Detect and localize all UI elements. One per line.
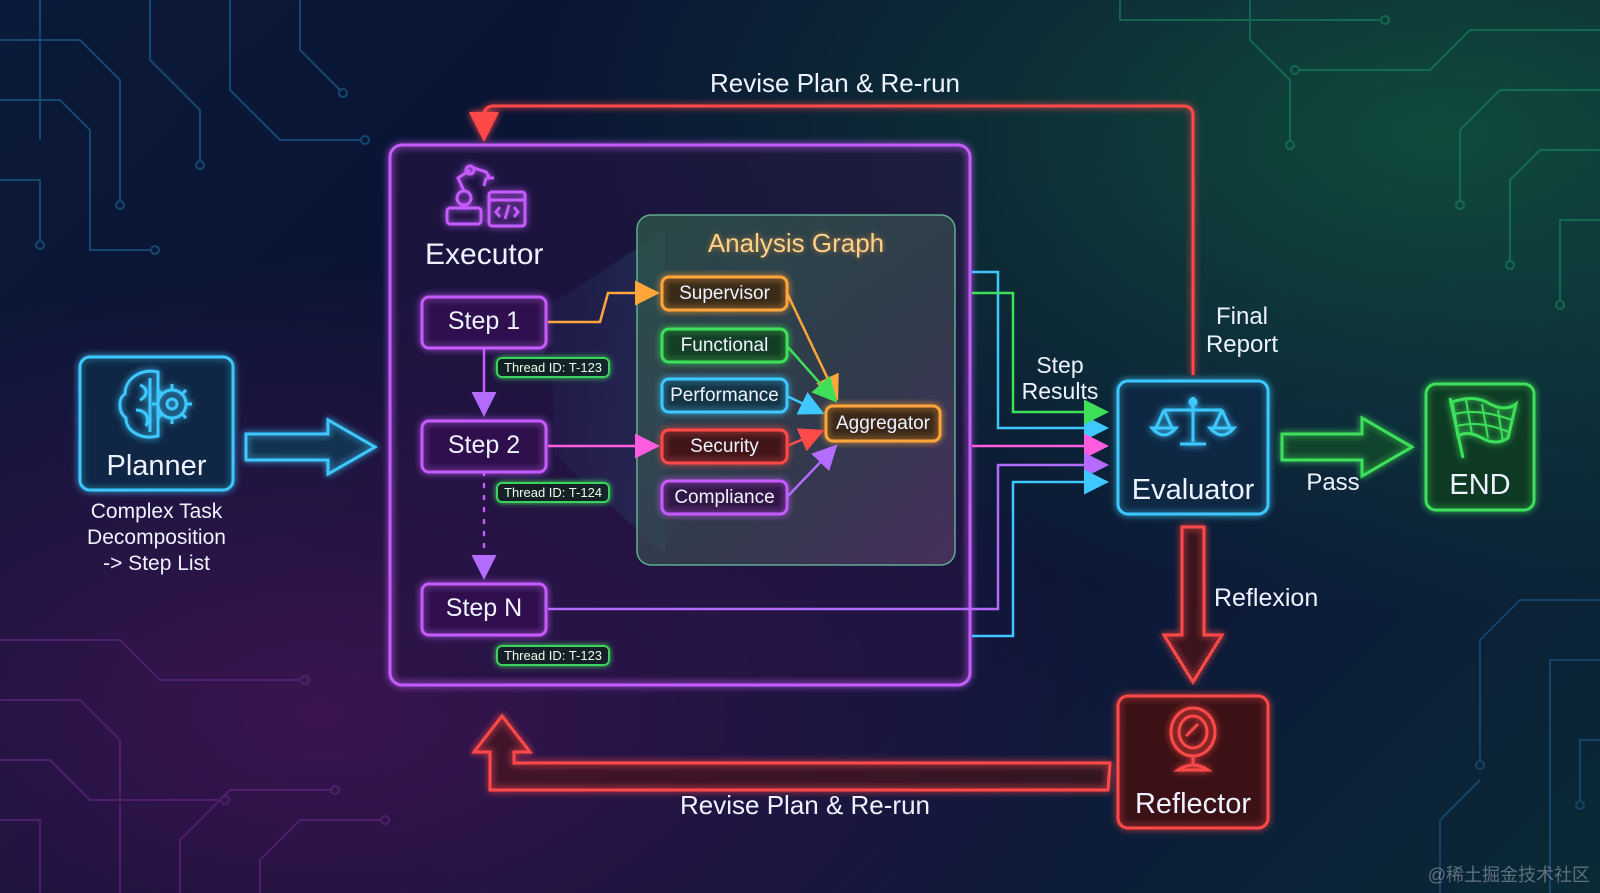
bottom-loop-label: Revise Plan & Re-run [680, 790, 930, 820]
bottom-revise-loop-arrow [470, 713, 1112, 792]
compliance-to-aggregator-arrow [786, 444, 838, 498]
planner-label: Planner [106, 450, 207, 482]
planner-to-executor-arrow [244, 417, 379, 477]
step-results-label-line-2: Results [1021, 378, 1099, 404]
mirror-icon [1169, 706, 1217, 772]
step-n-thread-tag: Thread ID: T-123 [496, 645, 611, 666]
step-1-label: Step 1 [447, 307, 521, 335]
performance-label: Performance [670, 385, 779, 406]
pass-arrow [1280, 415, 1415, 479]
planner-description-line-3: -> Step List [103, 552, 210, 575]
step-results-lines [548, 270, 1109, 638]
reflexion-label: Reflexion [1214, 584, 1319, 612]
top-revise-loop-arrow [469, 104, 1195, 375]
reflexion-arrow [1161, 525, 1225, 685]
brain-gear-icon [118, 369, 192, 439]
step-results-label-line-1: Step [1036, 352, 1084, 378]
security-node[interactable] [660, 428, 789, 465]
end-label: END [1449, 469, 1511, 501]
performance-node[interactable] [660, 377, 789, 414]
step-1-thread-tag: Thread ID: T-123 [496, 357, 611, 378]
final-report-label-line-2: Report [1205, 331, 1279, 358]
functional-label: Functional [680, 335, 769, 356]
aggregator-node[interactable] [824, 404, 942, 443]
pass-label: Pass [1306, 469, 1360, 496]
checkered-flag-icon [1448, 397, 1519, 459]
evaluator-label: Evaluator [1131, 474, 1255, 506]
compliance-label: Compliance [674, 487, 775, 508]
performance-to-aggregator-arrow [786, 392, 825, 415]
compliance-node[interactable] [660, 479, 789, 516]
final-report-label-line-1: Final [1215, 303, 1269, 330]
supervisor-label: Supervisor [679, 283, 770, 304]
robot-arm-icon [445, 164, 527, 228]
step-n-label: Step N [445, 594, 523, 622]
planner-description-line-1: Complex Task [90, 500, 223, 523]
step1-to-supervisor-arrow [548, 280, 660, 324]
step-n-box[interactable] [420, 582, 548, 637]
watermark: @稀土掘金技术社区 [1427, 865, 1590, 885]
planner-description-line-2: Decomposition [87, 526, 226, 549]
step-2-thread-tag: Thread ID: T-124 [496, 482, 611, 503]
evaluator-box[interactable] [1116, 379, 1270, 516]
security-to-aggregator-arrow [786, 428, 825, 452]
reflector-label: Reflector [1134, 788, 1252, 820]
aggregator-label: Aggregator [835, 413, 930, 434]
security-label: Security [690, 436, 759, 457]
scales-icon [1148, 397, 1238, 446]
analysis-graph-title: Analysis Graph [707, 228, 885, 258]
top-loop-label: Revise Plan & Re-run [710, 68, 960, 98]
functional-node[interactable] [660, 327, 789, 364]
functional-to-aggregator-arrow [786, 345, 838, 403]
executor-label: Executor [425, 238, 544, 271]
step-2-label: Step 2 [447, 431, 521, 459]
